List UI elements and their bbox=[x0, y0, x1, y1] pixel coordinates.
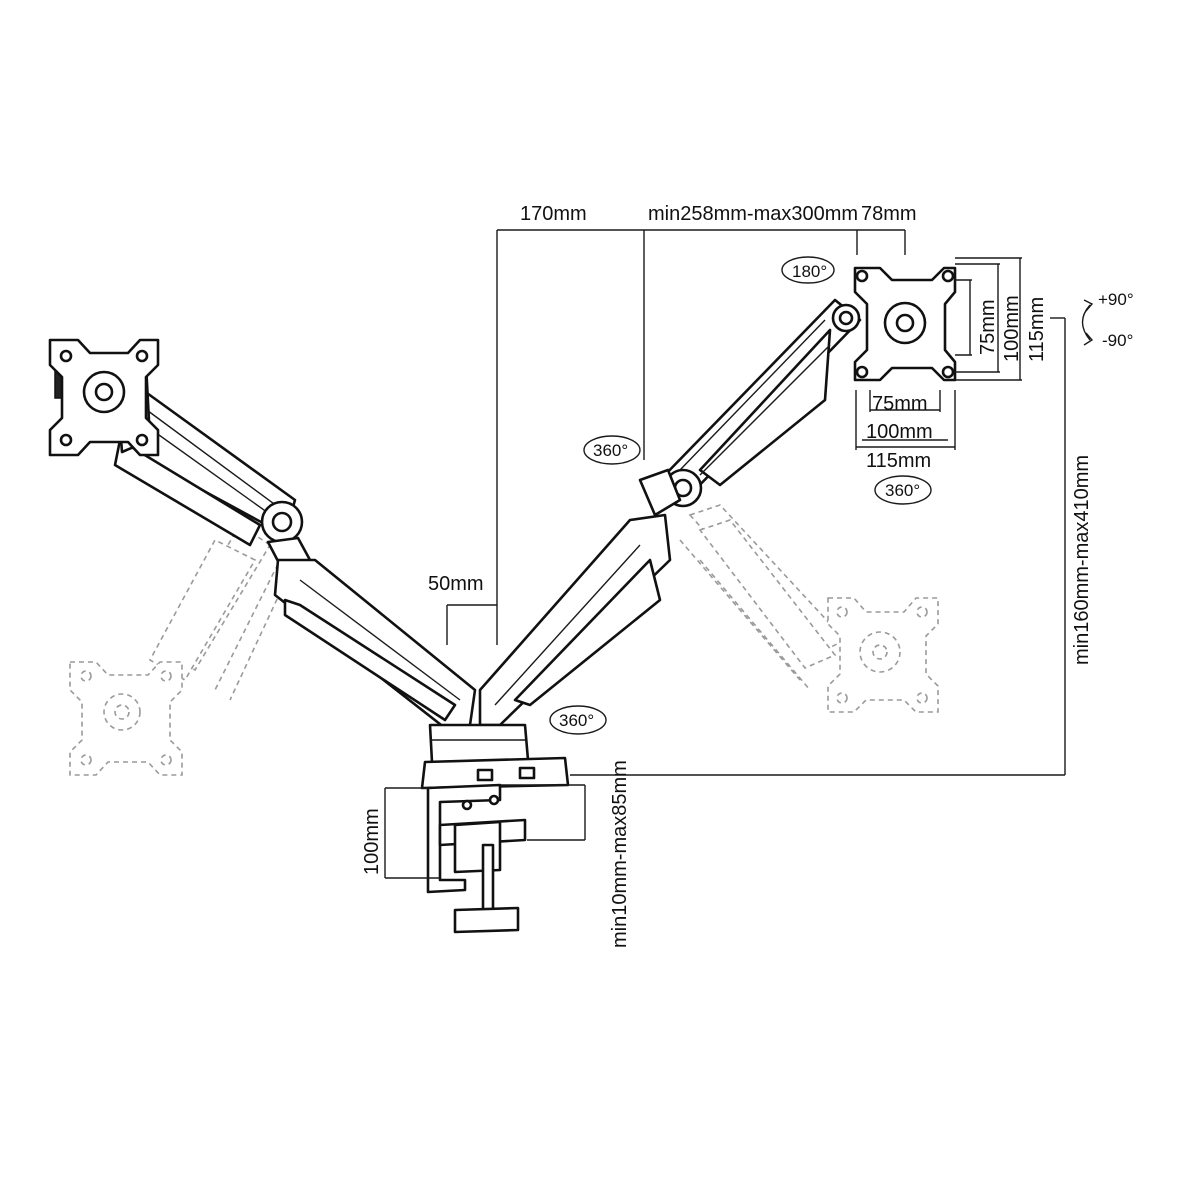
right-arm bbox=[478, 266, 957, 727]
swivel-head-icon bbox=[874, 475, 932, 505]
dim-258-300: min258mm-max300mm bbox=[648, 203, 858, 225]
dim-vesa-h100: 100mm bbox=[1001, 295, 1023, 362]
dim-base-height: 100mm bbox=[361, 808, 383, 875]
dim-170: 170mm bbox=[520, 203, 587, 225]
dim-50: 50mm bbox=[428, 573, 484, 595]
dim-78: 78mm bbox=[861, 203, 917, 225]
swivel-base-icon bbox=[549, 705, 607, 735]
dim-vesa-h115: 115mm bbox=[1026, 297, 1048, 362]
rotate-180-icon bbox=[781, 256, 835, 284]
dim-vesa-w75: 75mm bbox=[872, 393, 928, 415]
dim-clamp-range: min10mm-max85mm bbox=[609, 760, 631, 948]
dim-vesa-w115: 115mm bbox=[866, 450, 931, 472]
rotation-symbols bbox=[549, 256, 1094, 735]
dim-height-range: min160mm-max410mm bbox=[1071, 455, 1093, 665]
tilt-down-label: -90° bbox=[1102, 331, 1133, 350]
swivel-elbow-icon bbox=[583, 435, 641, 465]
dim-vesa-w100: 100mm bbox=[866, 421, 933, 443]
rotate-180-label: 180° bbox=[792, 262, 827, 281]
swivel-head-label: 360° bbox=[885, 481, 920, 500]
ghost-right-arm bbox=[679, 504, 939, 713]
left-arm bbox=[48, 338, 477, 730]
swivel-base-label: 360° bbox=[559, 711, 594, 730]
dimension-lines bbox=[384, 229, 1066, 879]
dim-vesa-h75: 75mm bbox=[977, 299, 999, 355]
swivel-elbow-label: 360° bbox=[593, 441, 628, 460]
tilt-up-label: +90° bbox=[1098, 290, 1134, 309]
desk-clamp bbox=[420, 723, 570, 934]
labels: 170mm min258mm-max300mm 78mm 50mm 75mm 1… bbox=[361, 203, 1134, 948]
ghost-left-arm bbox=[69, 523, 301, 776]
